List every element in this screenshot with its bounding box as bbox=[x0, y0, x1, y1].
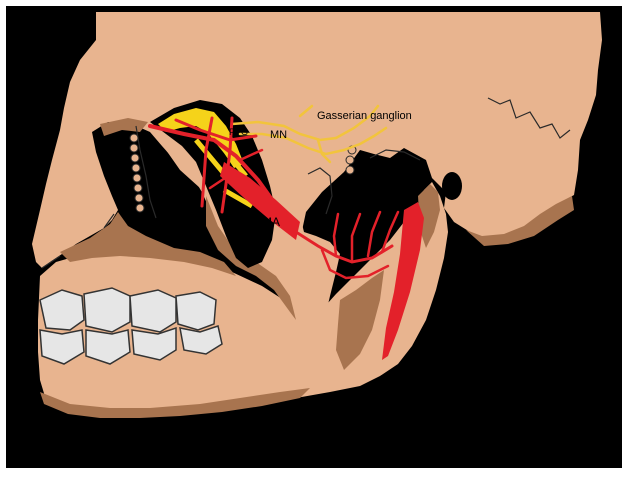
label-gasserian-ganglion: Gasserian ganglion bbox=[317, 110, 412, 122]
label-ppg: PPG bbox=[229, 127, 248, 137]
external-acoustic-meatus bbox=[442, 172, 462, 200]
label-mn: MN bbox=[270, 129, 287, 141]
label-ma: MA bbox=[262, 215, 280, 229]
